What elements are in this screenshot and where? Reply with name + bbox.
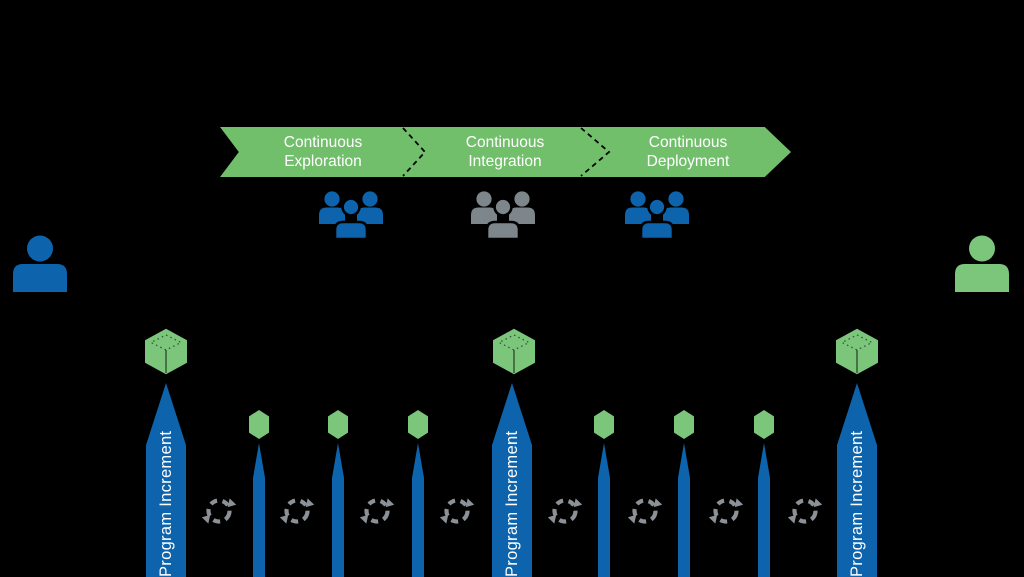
iteration-arrow — [412, 443, 424, 577]
iteration-cycle-icon — [628, 498, 662, 524]
person-icon — [955, 235, 1009, 292]
pi-package-hexagon-icon — [145, 328, 187, 375]
stage-label-continuous-deployment: Continuous Deployment — [646, 134, 730, 170]
iteration-hexagon-icon — [674, 410, 694, 439]
cd-pipeline-band: Continuous Exploration Continuous Integr… — [220, 127, 791, 177]
team-icon — [625, 191, 689, 240]
person-icon — [13, 235, 67, 292]
team-icon — [319, 191, 383, 240]
program-increment-arrow: Program Increment — [837, 383, 877, 577]
program-increment-label: Program Increment — [847, 430, 866, 577]
iteration-arrow — [253, 443, 265, 577]
pi-package-hexagon-icon — [493, 328, 535, 375]
iteration-cycle-icon — [788, 498, 822, 524]
team-icon — [471, 191, 535, 240]
stage-divider-dashes — [402, 127, 611, 177]
iteration-hexagon-icon — [328, 410, 348, 439]
stage-label-continuous-exploration: Continuous Exploration — [283, 134, 363, 170]
iteration-hexagon-icon — [594, 410, 614, 439]
iteration-arrow — [758, 443, 770, 577]
iteration-arrow — [332, 443, 344, 577]
pi-package-hexagon-icon — [836, 328, 878, 375]
iteration-arrow — [678, 443, 690, 577]
pipeline-arrow-shape — [220, 127, 791, 177]
iteration-cycle-icon — [360, 498, 394, 524]
program-increment-label: Program Increment — [502, 430, 521, 577]
program-increment-arrow: Program Increment — [146, 383, 186, 577]
iteration-arrow — [598, 443, 610, 577]
iteration-cycle-icon — [709, 498, 743, 524]
iteration-hexagon-icon — [408, 410, 428, 439]
iteration-cycle-icon — [280, 498, 314, 524]
iteration-hexagon-icon — [754, 410, 774, 439]
iteration-hexagon-icon — [249, 410, 269, 439]
iteration-cycle-icon — [440, 498, 474, 524]
program-increment-arrow: Program Increment — [492, 383, 532, 577]
program-increment-label: Program Increment — [156, 430, 175, 577]
stage-label-continuous-integration: Continuous Integration — [465, 134, 545, 170]
iteration-cycle-icon — [202, 498, 236, 524]
iteration-cycle-icon — [548, 498, 582, 524]
